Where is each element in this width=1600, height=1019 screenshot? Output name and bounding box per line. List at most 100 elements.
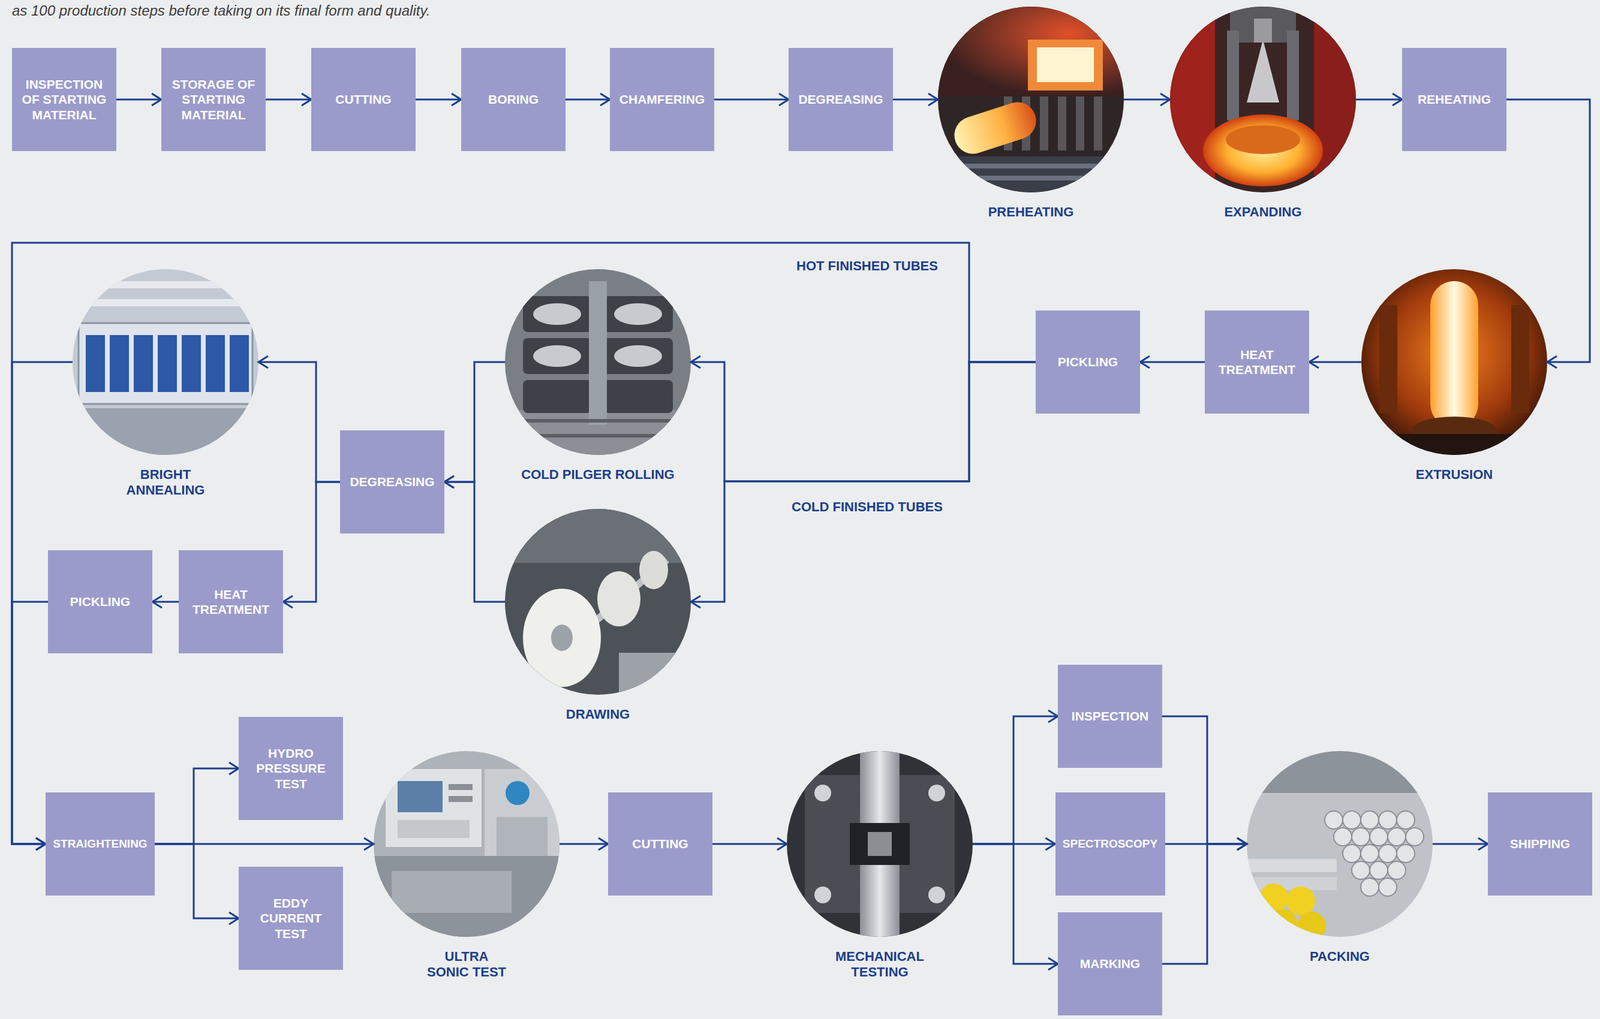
flow-connector: [265, 93, 312, 106]
annealing-photo-part: [72, 269, 259, 456]
connector-line: [415, 98, 462, 101]
preheating-photo-part-part: [1036, 47, 1094, 83]
expanding-photo-part-part: [1246, 39, 1280, 103]
pilger-photo-part-part: [588, 281, 607, 426]
step-label: DEGREASING: [798, 91, 883, 107]
preheating-photo-part-part: [1075, 96, 1085, 151]
flow-connector: [415, 93, 462, 106]
arrow-head: [777, 838, 787, 851]
drawing-photo-part-part: [618, 653, 691, 696]
connector-line: [1162, 716, 1247, 845]
photo-circle: [504, 269, 691, 456]
step-label: EDDY CURRENT TEST: [243, 895, 339, 942]
ultrasonic-photo-part-part: [397, 820, 470, 839]
connector-line: [892, 98, 938, 101]
ultrasonic-photo-part-part: [373, 856, 560, 938]
arrow-head: [301, 93, 312, 106]
step-label: COLD PILGER ROLLING: [501, 467, 694, 483]
mechanical-test-photo-part-part: [928, 785, 946, 802]
preheating-photo: [937, 6, 1124, 193]
drawing-photo-part-part: [597, 571, 641, 627]
photo-circle: [786, 751, 973, 938]
packing-photo-part-part: [1246, 751, 1433, 794]
mechanical-test-photo-part-part: [814, 785, 832, 802]
process-box: INSPECTION OF STARTING MATERIAL: [11, 47, 117, 152]
box-text-column: DEGREASING: [349, 474, 435, 490]
flow-connector: [152, 596, 179, 609]
box-text-column: SPECTROSCOPY: [1062, 837, 1158, 852]
mechanical-test-photo-part: [786, 751, 973, 938]
extrusion-photo: [1361, 269, 1548, 456]
drawing-photo-part-part: [522, 588, 601, 688]
packing-photo-part-part: [1324, 811, 1343, 830]
process-box: REHEATING: [1402, 47, 1507, 152]
flow-connector: [559, 838, 609, 851]
box-text-column: PICKLING: [1057, 354, 1118, 370]
expanding-photo-part: [1170, 6, 1356, 193]
step-label: HYDRO PRESSURE TEST: [243, 746, 339, 792]
process-box: DEGREASING: [788, 47, 893, 152]
arrow-head: [1547, 356, 1557, 369]
mechanical-test-photo-part-part: [849, 823, 910, 866]
process-box: STRAIGHTENING: [45, 792, 155, 896]
step-label: BRIGHT ANNEALING: [114, 467, 217, 499]
expanding-photo-part-part: [1170, 6, 1356, 193]
step-label: MECHANICAL TESTING: [825, 949, 934, 982]
pilger-photo-part-part: [522, 296, 592, 333]
arrow-head: [690, 596, 701, 609]
annealing-photo-part-part: [205, 335, 225, 393]
packing-photo-part-part: [1378, 811, 1397, 830]
flow-connector: [1123, 93, 1171, 106]
preheating-photo-part-part: [1027, 39, 1103, 91]
packing-photo-part-part: [1369, 861, 1388, 880]
process-box: MARKING: [1057, 912, 1163, 1016]
connector-line: [972, 844, 1058, 965]
connector-line: [565, 98, 610, 101]
arrow-head: [229, 762, 239, 775]
packing-photo-part-part: [1246, 877, 1337, 891]
preheating-photo-part-part: [937, 6, 1124, 97]
flow-connector: [892, 93, 938, 106]
flow-connector: [444, 362, 505, 489]
process-photo-node: EXTRUSION: [1361, 269, 1548, 483]
flow-connector: [444, 476, 505, 603]
process-photo-node: BRIGHT ANNEALING: [72, 269, 259, 499]
step-label: PICKLING: [70, 594, 131, 610]
annealing-photo-part-part: [72, 408, 259, 456]
process-box: CUTTING: [608, 792, 713, 896]
annealing-photo-part-part: [72, 281, 259, 289]
connector-line: [690, 362, 1036, 482]
expanding-photo-part-part: [1313, 6, 1356, 193]
step-label: CUTTING: [632, 836, 688, 852]
step-label: PREHEATING: [940, 204, 1121, 221]
flow-connector: [1506, 99, 1590, 369]
expanding-photo: [1170, 6, 1356, 193]
packing-photo-part-part: [1387, 828, 1406, 847]
box-text-column: INSPECTION OF STARTING MATERIAL: [16, 76, 112, 123]
expanding-photo-part-part: [1225, 125, 1301, 155]
step-label: CHAMFERING: [619, 91, 705, 107]
annealing-photo-part-part: [72, 269, 259, 456]
ultrasonic-photo-part-part: [397, 781, 443, 813]
arrow-head: [283, 596, 293, 609]
arrow-head: [1140, 356, 1150, 369]
step-label: REHEATING: [1417, 91, 1491, 107]
annealing-photo-part-part: [181, 335, 201, 393]
extrusion-photo-part-part: [1430, 281, 1479, 429]
ultrasonic-photo-part-part: [448, 784, 473, 791]
flow-connector: [690, 356, 1036, 482]
pilger-photo-part-part: [533, 303, 582, 326]
arrow-head: [1160, 93, 1171, 106]
pilger-photo-part-part: [504, 434, 691, 438]
expanding-photo-part-part: [1226, 30, 1239, 121]
preheating-photo-part-part: [1093, 96, 1103, 151]
mechanical-test-photo-part-part: [786, 751, 973, 938]
packing-photo-part-part: [1333, 828, 1352, 847]
box-text-column: SHIPPING: [1510, 836, 1571, 852]
arrow-head: [364, 838, 374, 851]
process-box: CHAMFERING: [609, 47, 715, 152]
connector-line: [154, 843, 374, 846]
connector-line: [1140, 361, 1205, 364]
process-box: STORAGE OF STARTING MATERIAL: [161, 47, 266, 152]
packing-photo-part-part: [1378, 844, 1397, 863]
